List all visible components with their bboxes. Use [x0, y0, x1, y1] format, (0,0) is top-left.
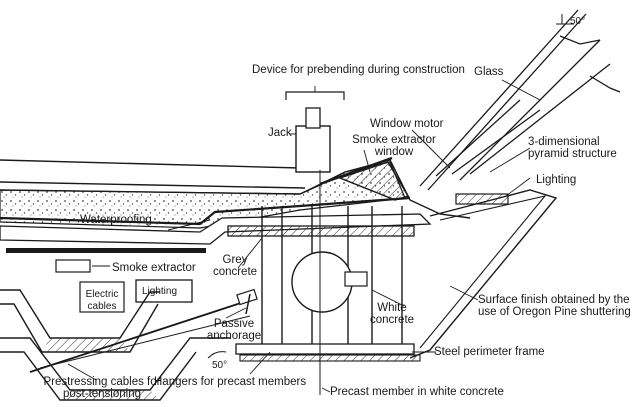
label-steel-perimeter-frame: Steel perimeter frame — [434, 346, 545, 358]
angle-mark-bottom — [207, 351, 227, 359]
label-smoke-extractor-window: Smoke extractor window — [352, 134, 436, 158]
lighting-box — [135, 279, 193, 303]
label-electric-cables: Electric cables — [85, 289, 119, 312]
electric-cables-box — [79, 281, 125, 313]
label-smoke-extractor: Smoke extractor — [112, 262, 196, 274]
circular-fixture — [291, 251, 353, 313]
passive-anchorage — [236, 288, 258, 306]
label-waterproofing: Waterproofing — [80, 214, 152, 226]
jack-cylinder — [305, 107, 321, 129]
ceiling-slab — [0, 213, 432, 245]
prebending-bracket — [285, 91, 345, 100]
label-angle-top: 50° — [570, 16, 586, 27]
white-concrete-member — [235, 343, 415, 355]
label-glass: Glass — [474, 66, 504, 78]
prestressing-cable — [29, 299, 251, 373]
ceiling-dark-bar — [6, 248, 206, 253]
label-angle-bottom: 50° — [212, 360, 228, 371]
grey-concrete-beam — [227, 225, 415, 237]
label-pyramid-structure: 3-dimensional pyramid structure — [528, 136, 617, 160]
outer-wall — [409, 189, 558, 359]
smoke-window-shape — [337, 161, 410, 201]
label-passive-anchorage: Passive anchorage — [206, 318, 262, 342]
lighting-fixture-right — [455, 193, 509, 205]
angle-mark-top — [556, 14, 574, 25]
waterproofing-line — [0, 196, 411, 226]
label-lighting-box: Lighting — [142, 286, 178, 297]
label-white-concrete: White concrete — [369, 302, 415, 326]
label-device-prebending: Device for prebending during constructio… — [252, 64, 465, 76]
label-surface-finish: Surface finish obtained by the use of Or… — [478, 294, 631, 318]
label-precast-member: Precast member in white concrete — [330, 386, 504, 398]
lower-trough-fill — [42, 338, 130, 352]
label-lighting-right: Lighting — [536, 174, 577, 186]
label-grey-concrete: Grey concrete — [212, 254, 258, 278]
label-window-motor: Window motor — [370, 118, 444, 130]
jack-block — [295, 125, 331, 173]
pyramid-structure — [419, 9, 621, 191]
label-jack: Jack — [268, 127, 292, 139]
smoke-extractor-box — [55, 259, 91, 273]
label-hangers: Hangers for precast members — [154, 376, 307, 388]
leader-lines — [67, 79, 541, 393]
label-prestressing-cables: Prestressing cables for post-tensioning — [43, 376, 161, 400]
steel-perimeter-frame — [239, 354, 421, 362]
